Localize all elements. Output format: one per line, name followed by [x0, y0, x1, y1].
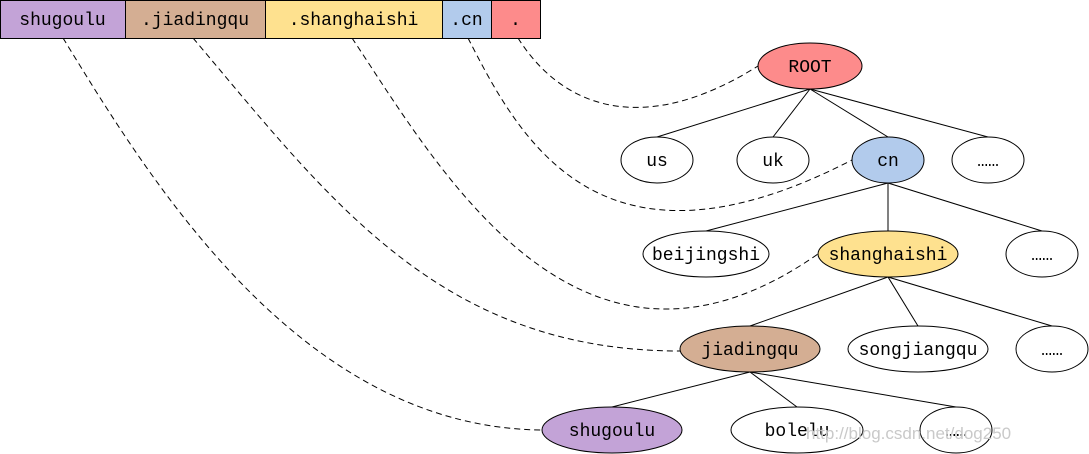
- node-label: jiadingqu: [701, 341, 798, 361]
- node-label: ……: [977, 152, 999, 172]
- edge-shanghaishi-jiadingqu: [749, 276, 889, 327]
- node-label: ROOT: [788, 58, 831, 78]
- segment-label: .jiadingqu: [141, 11, 249, 31]
- domain-name-bar: shugoulu .jiadingqu .shanghaishi .cn.: [0, 0, 541, 39]
- node-more1: ……: [951, 136, 1025, 184]
- node-more4: ……: [919, 406, 993, 454]
- node-ellipse: [951, 136, 1025, 184]
- segment-box: [265, 0, 443, 39]
- node-label: shanghaishi: [829, 246, 948, 266]
- node-us: us: [620, 136, 694, 184]
- segment-jiadingqu: .jiadingqu: [125, 0, 266, 39]
- edge-jiadingqu-bolelu: [749, 371, 798, 408]
- node-label: uk: [762, 152, 784, 172]
- node-ellipse: [736, 136, 810, 184]
- node-ellipse: [1005, 230, 1079, 278]
- link-cn: [467, 37, 853, 211]
- node-songjiangqu: songjiangqu: [847, 325, 989, 373]
- node-ellipse: [757, 42, 863, 90]
- node-label: beijingshi: [652, 246, 760, 266]
- node-shanghaishi: shanghaishi: [817, 230, 959, 278]
- node-label: cn: [877, 152, 899, 172]
- edge-cn-more2: [887, 182, 1043, 232]
- node-label: ……: [1041, 341, 1063, 361]
- segment-box: [0, 0, 126, 39]
- segment-to-node-links: [62, 37, 853, 431]
- edge-jiadingqu-shugoulu: [611, 371, 751, 408]
- node-ellipse: [1015, 325, 1089, 373]
- node-label: bolelu: [765, 422, 830, 442]
- node-ellipse: [730, 406, 864, 454]
- edge-jiadingqu-more4: [749, 371, 957, 408]
- node-label: ……: [1031, 246, 1053, 266]
- node-label: songjiangqu: [859, 341, 978, 361]
- node-jiadingqu: jiadingqu: [679, 325, 821, 373]
- segment-shanghaishi: .shanghaishi: [265, 0, 443, 39]
- segment-box: [491, 0, 541, 39]
- node-cn: cn: [851, 136, 925, 184]
- node-more3: ……: [1015, 325, 1089, 373]
- watermark: http://blog.csdn.net/dog250: [806, 424, 1011, 443]
- edge-root-more1: [809, 88, 989, 138]
- edge-shanghaishi-songjiangqu: [887, 276, 919, 327]
- link-shugoulu: [62, 37, 543, 431]
- segment-label: shugoulu: [19, 11, 105, 31]
- node-label: ……: [945, 422, 967, 442]
- node-ellipse: [541, 406, 683, 454]
- segment-root: .: [491, 0, 541, 39]
- node-beijingshi: beijingshi: [642, 230, 770, 278]
- tree-nodes: ROOT us uk cn …… beijingshi shanghaishi …… jiadi…: [541, 42, 1089, 454]
- node-ellipse: [817, 230, 959, 278]
- segment-label: .: [510, 11, 521, 31]
- node-ellipse: [679, 325, 821, 373]
- link-root: [517, 37, 759, 108]
- segment-box: [442, 0, 492, 39]
- node-ellipse: [851, 136, 925, 184]
- node-root: ROOT: [757, 42, 863, 90]
- segment-label: .cn: [450, 11, 482, 31]
- node-ellipse: [642, 230, 770, 278]
- edge-cn-beijingshi: [705, 182, 889, 232]
- node-ellipse: [620, 136, 694, 184]
- node-label: shugoulu: [569, 422, 655, 442]
- node-more2: ……: [1005, 230, 1079, 278]
- tree-edges: [611, 88, 1053, 408]
- edge-shanghaishi-more3: [887, 276, 1053, 327]
- link-shanghaishi: [351, 37, 819, 310]
- segment-label: .shanghaishi: [289, 11, 419, 31]
- edge-root-cn: [809, 88, 889, 138]
- link-jiadingqu: [192, 37, 681, 352]
- node-shugoulu: shugoulu: [541, 406, 683, 454]
- node-label: us: [646, 152, 668, 172]
- node-ellipse: [847, 325, 989, 373]
- edge-root-us: [656, 88, 811, 138]
- segment-shugoulu: shugoulu: [0, 0, 126, 39]
- node-uk: uk: [736, 136, 810, 184]
- node-bolelu: bolelu: [730, 406, 864, 454]
- edge-root-uk: [772, 88, 811, 138]
- node-ellipse: [919, 406, 993, 454]
- segment-cn: .cn: [442, 0, 492, 39]
